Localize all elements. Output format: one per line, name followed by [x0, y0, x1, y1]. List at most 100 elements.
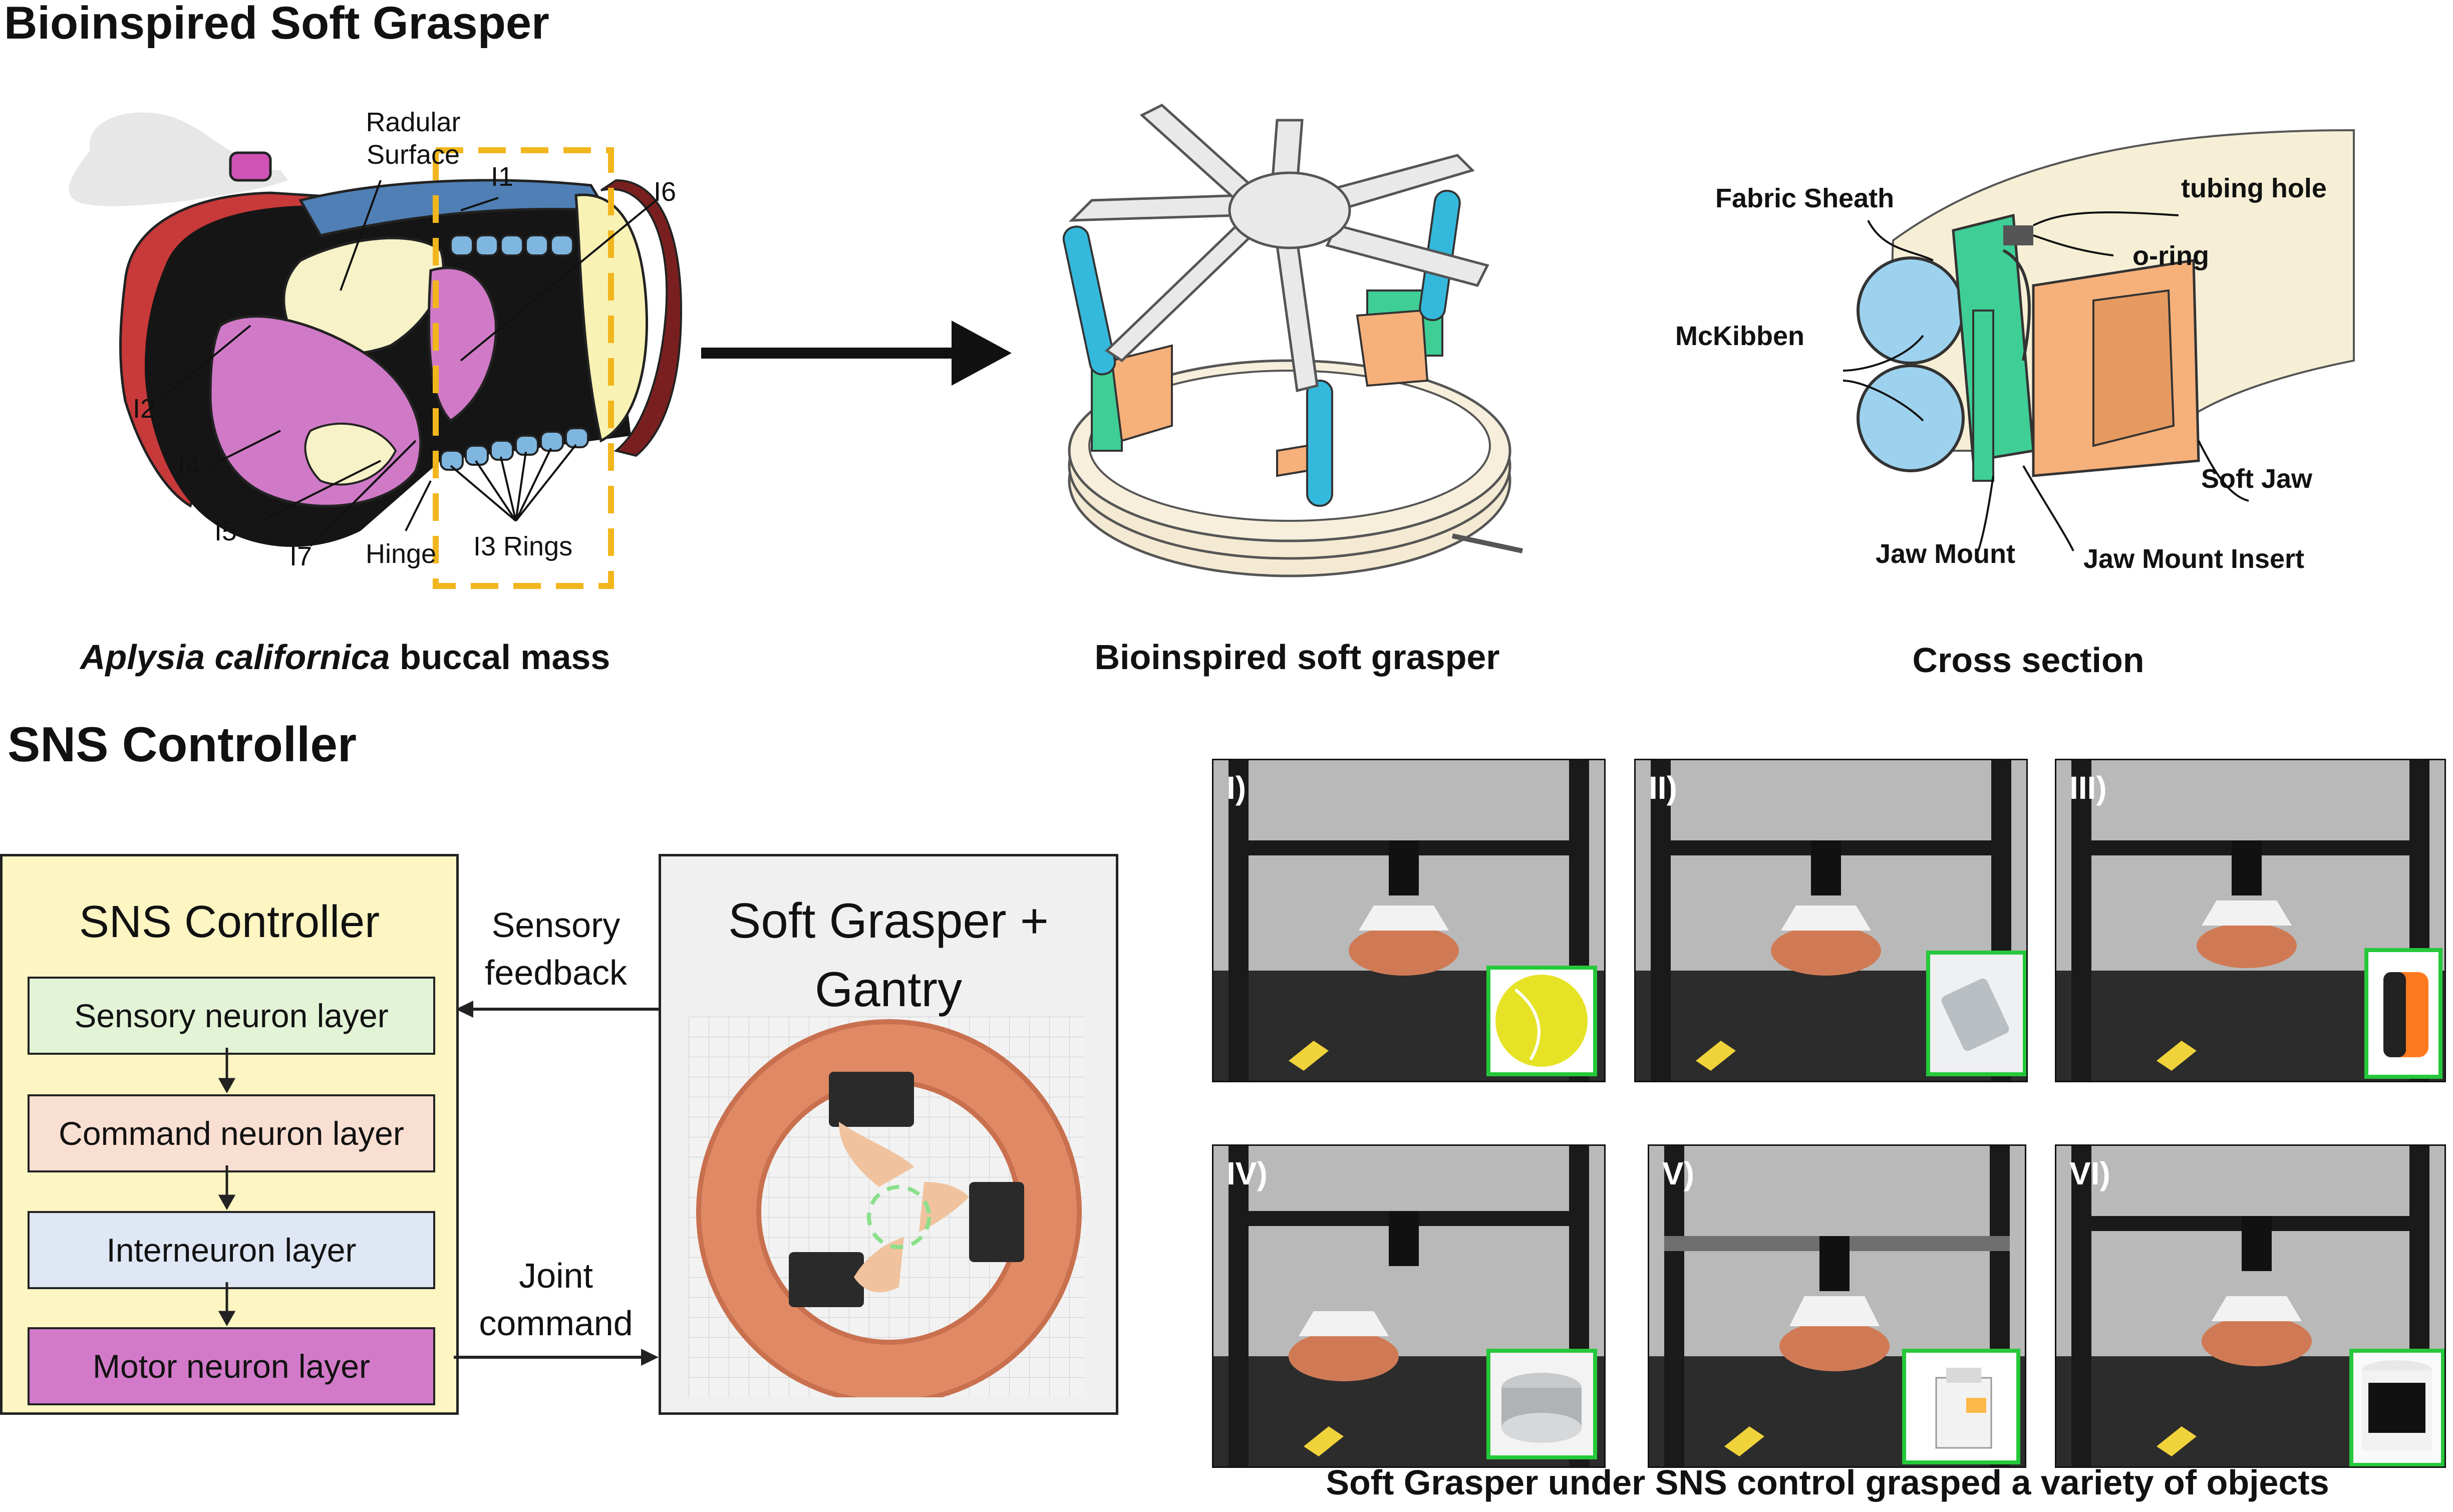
grasper-svg — [1062, 104, 1523, 577]
snail-head-marker — [229, 151, 272, 182]
label-tubing-hole: tubing hole — [2181, 173, 2327, 203]
object-cylinder — [2353, 1353, 2441, 1463]
label-radular-surface: Radular Surface — [366, 107, 461, 170]
trial-panel-5: V) — [1648, 1144, 2026, 1468]
label-sensory-feedback: Sensory feedback — [484, 905, 628, 992]
layer-sensory-label: Sensory neuron layer — [74, 997, 389, 1034]
caption-anatomy-species: Aplysia californica — [80, 638, 390, 677]
sns-controller-title: SNS Controller — [79, 897, 380, 947]
jaw-mounts-photo — [789, 1072, 1024, 1307]
trial-label-5: V) — [1662, 1155, 1694, 1191]
trial-inset-3 — [2364, 948, 2442, 1079]
hinge-tissue — [304, 422, 397, 486]
label-i3-rings: I3 Rings — [473, 531, 573, 561]
i3-rings-top — [450, 234, 574, 256]
jaw-front — [1276, 444, 1308, 477]
trial-panel-6: VI) — [2055, 1144, 2446, 1468]
cross-section-svg — [1843, 129, 2355, 551]
plant-box: Soft Grasper + Gantry — [659, 854, 1118, 1415]
layer-interneuron: Interneuron layer — [28, 1211, 435, 1289]
jaw-pads-photo — [839, 1122, 969, 1293]
muscle-i6 — [427, 266, 497, 423]
trial-scene-2 — [1636, 760, 2026, 1081]
trial-label-1: I) — [1226, 770, 1247, 806]
trial-label-4: IV) — [1226, 1155, 1268, 1191]
object-tape — [2368, 952, 2438, 1075]
object-box — [1906, 1353, 2016, 1460]
caption-anatomy-rest: buccal mass — [390, 638, 610, 677]
grasper-hub — [1228, 171, 1351, 249]
sns-controller-box: SNS Controller Sensory neuron layer Comm… — [0, 854, 459, 1415]
section-title-sns: SNS Controller — [8, 717, 357, 772]
trial-inset-5 — [1902, 1349, 2020, 1464]
trial-scene-3 — [2056, 760, 2444, 1081]
trial-label-3: III) — [2069, 770, 2107, 806]
jaw-left — [1110, 344, 1173, 442]
label-o-ring: o-ring — [2132, 241, 2209, 271]
trial-inset-6 — [2349, 1349, 2444, 1466]
grasper-photo — [689, 1017, 1084, 1397]
label-i2: I2 — [133, 394, 156, 424]
target-marker — [867, 1185, 931, 1249]
buccal-mass-drawing — [69, 112, 683, 589]
i3-highlight-box — [433, 147, 614, 589]
soft-jaw-cavity — [2092, 289, 2175, 447]
trial-label-6: VI) — [2069, 1155, 2110, 1191]
layer-motor: Motor neuron layer — [28, 1327, 435, 1405]
tubing-stub — [1451, 533, 1523, 553]
mckibben-ring — [699, 1022, 1079, 1397]
trial-inset-2 — [1926, 951, 2026, 1076]
label-hinge: Hinge — [366, 539, 437, 569]
tissue-outer-right — [600, 179, 683, 457]
trial-scene-5 — [1649, 1146, 2025, 1466]
jaw-mount-stem — [1972, 310, 1994, 482]
leader-lines — [164, 180, 657, 547]
label-jaw-mount: Jaw Mount — [1876, 539, 2015, 569]
layer-command-label: Command neuron layer — [59, 1115, 404, 1152]
cross-leader-lines — [1843, 211, 2249, 551]
caption-grasper: Bioinspired soft grasper — [1094, 638, 1500, 677]
label-i6: I6 — [654, 177, 677, 207]
label-i1: I1 — [491, 162, 514, 192]
label-fabric-sheath: Fabric Sheath — [1715, 183, 1895, 213]
grasper-drawing — [1027, 100, 1553, 601]
base-ring-inner — [1088, 370, 1491, 522]
trial-panel-4: IV) — [1212, 1144, 1606, 1468]
section-title-grasper: Bioinspired Soft Grasper — [4, 0, 549, 49]
object-ball — [1490, 970, 1593, 1072]
label-i4: I4 — [178, 451, 201, 481]
o-ring-line — [2002, 249, 2031, 361]
o-ring — [2003, 225, 2033, 245]
caption-anatomy: Aplysia californica buccal mass — [80, 637, 610, 677]
trial-panel-2: II) — [1634, 759, 2028, 1082]
trial-inset-1 — [1486, 966, 1597, 1076]
caption-trials: Soft Grasper under SNS control grasped a… — [1326, 1463, 2329, 1502]
trial-inset-4 — [1486, 1349, 1597, 1459]
label-soft-jaw: Soft Jaw — [2201, 464, 2313, 494]
plant-title: Soft Grasper + Gantry — [728, 893, 1049, 1017]
label-i7: I7 — [289, 541, 313, 571]
actuator-left — [1062, 225, 1116, 376]
trial-label-2: II) — [1649, 770, 1677, 806]
cross-section-drawing — [1653, 100, 2453, 601]
anatomy-illustration — [0, 0, 751, 631]
radular-surface — [282, 236, 445, 356]
grasper-photo-svg — [689, 1017, 1084, 1397]
label-joint-command: Joint command — [479, 1256, 633, 1343]
label-mckibben: McKibben — [1675, 321, 1805, 351]
trial-panel-1: I) — [1212, 759, 1606, 1082]
layer-command: Command neuron layer — [28, 1094, 435, 1172]
object-cup — [1930, 955, 2023, 1072]
layer-interneuron-label: Interneuron layer — [106, 1232, 357, 1269]
caption-cross-section: Cross section — [1912, 641, 2144, 680]
mckibben-bottom — [1857, 364, 1965, 472]
layer-motor-label: Motor neuron layer — [93, 1348, 370, 1385]
label-jaw-mount-insert: Jaw Mount Insert — [2083, 544, 2305, 574]
layer-sensory: Sensory neuron layer — [28, 977, 435, 1055]
label-i5: I5 — [214, 516, 237, 546]
trial-panel-3: III) — [2055, 759, 2446, 1082]
actuator-front — [1306, 380, 1333, 507]
snail-silhouette — [69, 112, 288, 206]
i3-rings-bottom — [440, 427, 589, 471]
ring-edge-outer — [696, 1019, 1082, 1397]
